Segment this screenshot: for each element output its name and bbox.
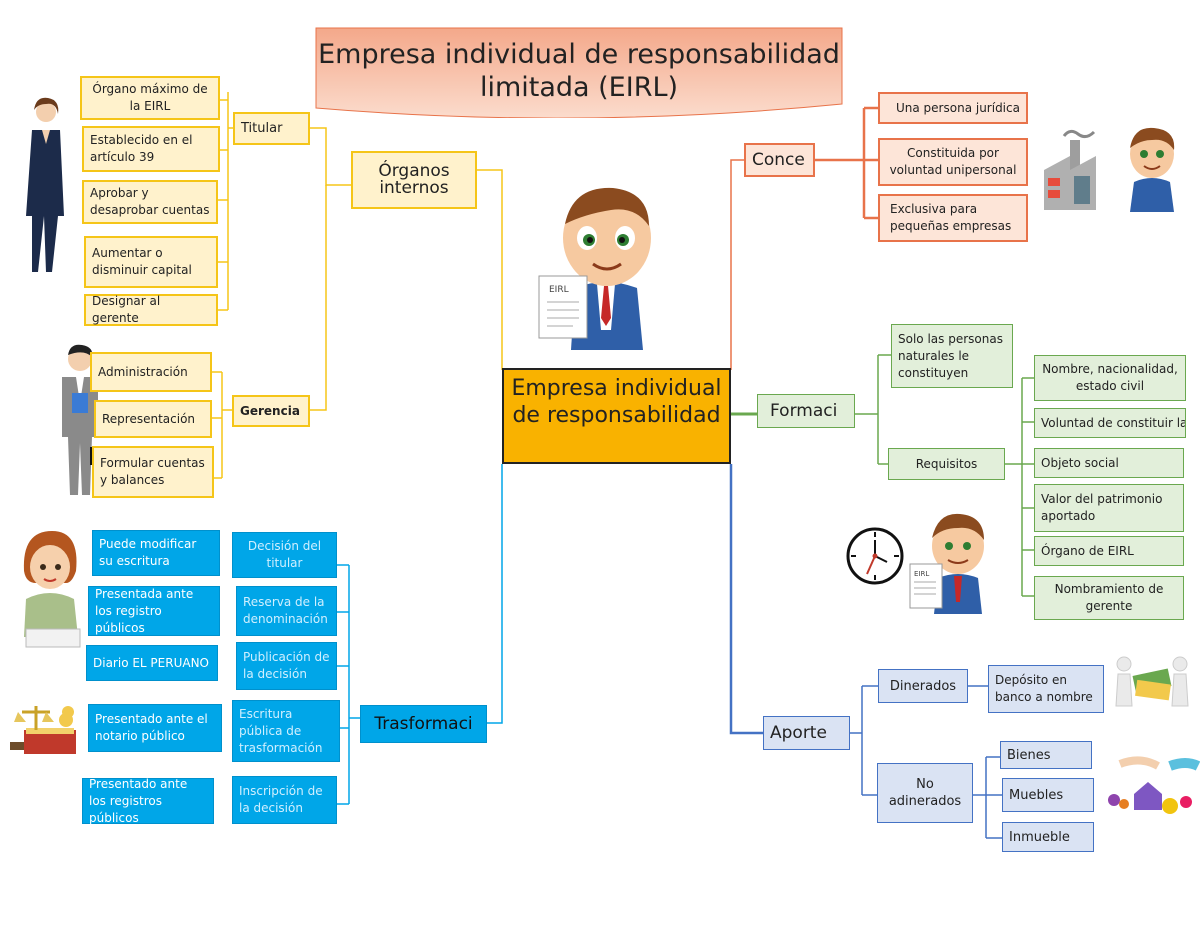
titular-item: Designar al gerente xyxy=(84,294,218,326)
trasformaci-step: Publicación de la decisión xyxy=(236,642,337,690)
trasformaci-step: Escritura pública de trasformación xyxy=(232,700,340,762)
titular-node: Titular xyxy=(233,112,310,145)
dinerados-node: Dinerados xyxy=(878,669,968,703)
central-node: Empresa individual de responsabilidad xyxy=(502,368,731,464)
aporte-node: Aporte xyxy=(763,716,850,750)
page-title: Empresa individual de responsabilidad li… xyxy=(318,39,840,103)
titular-item: Órgano máximo de la EIRL xyxy=(80,76,220,120)
no-dinerados-item: Muebles xyxy=(1002,778,1094,812)
businessman-mascot-icon: EIRL xyxy=(538,187,651,350)
formaci-solo: Solo las personas naturales le constituy… xyxy=(891,324,1013,388)
requisito-item: Valor del patrimonio aportado xyxy=(1034,484,1184,532)
clock-doc-label: EIRL xyxy=(914,570,929,578)
title-banner: Empresa individual de responsabilidad li… xyxy=(314,26,844,118)
gerencia-item: Formular cuentas y balances xyxy=(92,446,214,498)
conce-item: Constituida por voluntad unipersonal xyxy=(878,138,1028,186)
titular-item: Aumentar o disminuir capital xyxy=(84,236,218,288)
requisitos-node: Requisitos xyxy=(888,448,1005,480)
organos-internos-node: Órganos internos xyxy=(351,151,477,209)
titular-item: Establecido en el artículo 39 xyxy=(82,126,220,172)
gerencia-node: Gerencia xyxy=(232,395,310,427)
titular-item: Aprobar y desaprobar cuentas xyxy=(82,180,218,224)
justice-scales-icon xyxy=(10,706,76,754)
no-dinerados-item: Bienes xyxy=(1000,741,1092,769)
trasformaci-detail: Diario EL PERUANO xyxy=(86,645,218,681)
assets-hands-icon xyxy=(1108,756,1200,814)
trasformaci-step: Reserva de la denominación xyxy=(236,586,337,636)
mascot-with-document-icon: EIRL xyxy=(909,513,984,614)
dinerados-detail: Depósito en banco a nombre xyxy=(988,665,1104,713)
gerencia-item: Representación xyxy=(94,400,212,438)
trasformaci-step: Decisión del titular xyxy=(232,532,337,578)
no-dinerados-item: Inmueble xyxy=(1002,822,1094,852)
secretary-icon xyxy=(23,531,81,648)
trasformaci-detail: Presentada ante los registro públicos xyxy=(88,586,220,636)
conce-node: Conce xyxy=(744,143,815,177)
trasformaci-detail: Presentado ante los registros públicos xyxy=(82,777,214,825)
trasformaci-node: Trasformaci xyxy=(360,705,487,743)
conce-item: Una persona jurídica xyxy=(878,92,1028,124)
requisito-item: Órgano de EIRL xyxy=(1034,536,1184,566)
requisito-item: Objeto social xyxy=(1034,448,1184,478)
trasformaci-detail: Puede modificar su escritura xyxy=(92,530,220,576)
conce-item: Exclusiva para pequeñas empresas xyxy=(878,194,1028,242)
trasformaci-detail: Presentado ante el notario público xyxy=(88,704,222,752)
money-exchange-icon xyxy=(1115,656,1189,707)
trasformaci-step: Inscripción de la decisión xyxy=(232,776,337,824)
doc-label: EIRL xyxy=(549,285,569,295)
requisito-item: Nombre, nacionalidad, estado civil xyxy=(1034,355,1186,401)
formaci-node: Formaci xyxy=(757,394,855,428)
manager-icon xyxy=(62,344,102,495)
clock-icon xyxy=(846,527,904,585)
requisito-item: Nombramiento de gerente xyxy=(1034,576,1184,620)
no-dinerados-node: No adinerados xyxy=(877,763,973,823)
gerencia-item: Administración xyxy=(90,352,212,392)
factory-icon xyxy=(1044,129,1096,210)
businesswoman-icon xyxy=(26,97,64,272)
requisito-item: Voluntad de constituir la xyxy=(1034,408,1186,438)
boy-mascot-icon xyxy=(1130,127,1175,212)
